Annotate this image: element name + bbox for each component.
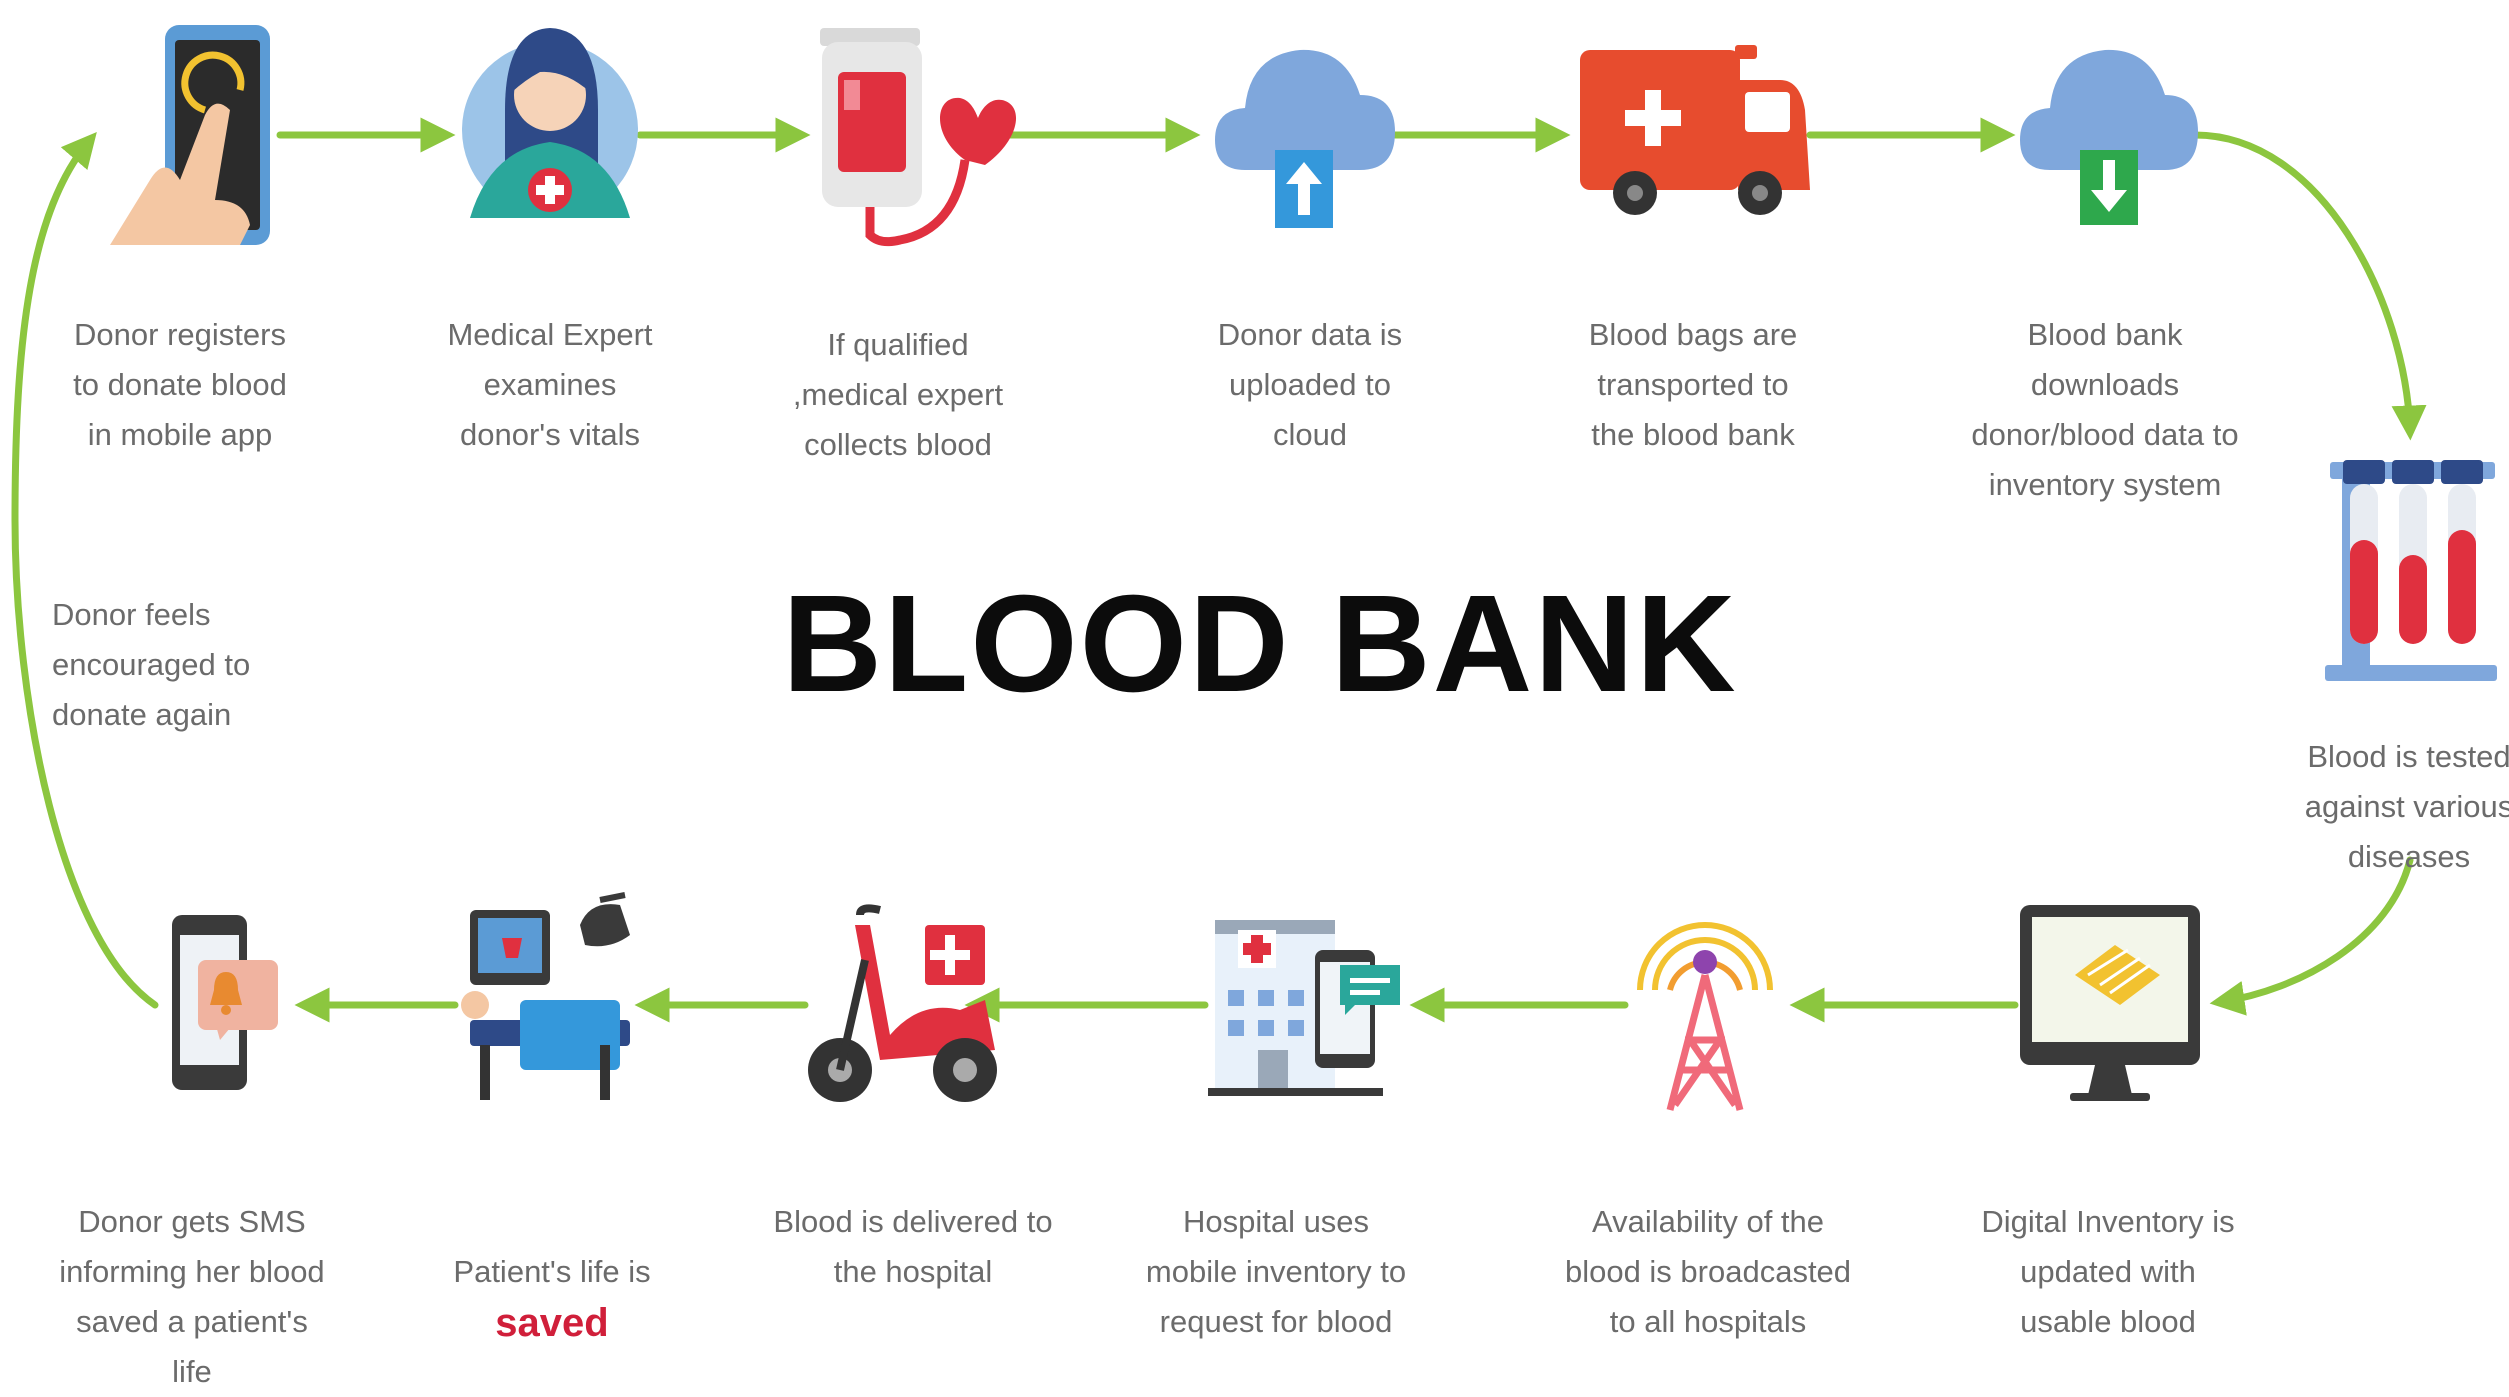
- caption-hospital: Hospital uses mobile inventory to reques…: [1145, 1204, 1407, 1339]
- caption-download: Blood bank downloads donor/blood data to…: [1971, 317, 2239, 502]
- caption-saved: Patient's life is saved: [402, 1197, 702, 1397]
- touch-phone-icon: [110, 25, 270, 245]
- patient-bed-icon: [461, 892, 630, 1100]
- caption-register: Donor registers to donate blood in mobil…: [73, 317, 287, 452]
- flow-arrows: [11, 117, 2427, 1023]
- blood-bag-icon: [820, 28, 1017, 247]
- arrow-sms-to-register: [11, 132, 159, 1009]
- saved-emphasis: saved: [495, 1301, 609, 1345]
- cloud-upload-icon: [1215, 49, 1395, 228]
- caption-collect: If qualified ,medical expert collects bl…: [792, 327, 1004, 462]
- caption-upload: Donor data is uploaded to cloud: [1217, 317, 1403, 452]
- caption-deliver: Blood is delivered to the hospital: [773, 1204, 1053, 1289]
- cloud-download-icon: [2020, 49, 2198, 225]
- scooter-icon: [808, 904, 997, 1102]
- hospital-icon: [1208, 920, 1400, 1096]
- caption-sms: Donor gets SMS informing her blood saved…: [59, 1204, 325, 1389]
- arrow-test-to-inventory: [2209, 856, 2414, 1016]
- broadcast-tower-icon: [1637, 922, 1773, 1111]
- ambulance-icon: [1580, 45, 1810, 215]
- test-tubes-icon: [2325, 460, 2497, 681]
- caption-test: Blood is tested against various diseases: [2304, 739, 2509, 874]
- sms-phone-icon: [172, 915, 278, 1090]
- arrow-download-to-test: [2191, 131, 2427, 441]
- diagram-title: BLOOD BANK: [782, 567, 1738, 721]
- caption-saved-text: Patient's life is: [453, 1254, 651, 1289]
- monitor-inventory-icon: [2020, 905, 2200, 1101]
- caption-broadcast: Availability of the blood is broadcasted…: [1564, 1204, 1852, 1339]
- caption-again: Donor feels encouraged to donate again: [52, 597, 251, 732]
- caption-examine: Medical Expert examines donor's vitals: [447, 317, 653, 452]
- medical-expert-icon: [462, 28, 638, 218]
- caption-transport: Blood bags are transported to the blood …: [1588, 317, 1798, 452]
- caption-inventory: Digital Inventory is updated with usable…: [1981, 1204, 2235, 1339]
